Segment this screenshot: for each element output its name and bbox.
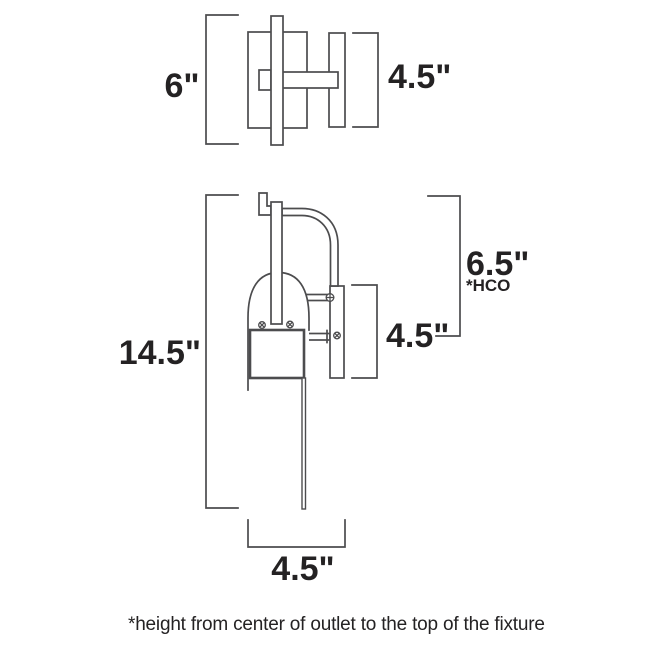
tail-rod [301, 377, 307, 510]
base-width-label: 4.5" [271, 550, 334, 588]
top-view-width-label: 6" [164, 67, 199, 105]
top-view-width-bracket [205, 14, 239, 145]
top-view-mount-tab [258, 69, 272, 91]
dome-screw-right-cross [286, 321, 294, 328]
glass-window [248, 328, 306, 380]
top-view-crossbar [270, 15, 284, 146]
top-view-depth-bracket [352, 32, 379, 128]
side-view-backplate-bracket [351, 284, 378, 379]
top-hook [258, 192, 272, 216]
plate-screw-cross [333, 332, 341, 339]
side-view-base-bracket [247, 519, 346, 548]
side-view-hco-bracket [427, 195, 461, 337]
side-view-height-bracket [205, 194, 239, 509]
footnote-text: *height from center of outlet to the top… [128, 614, 545, 635]
dome-screw-left-cross [258, 321, 266, 329]
connector-screw-cross [325, 293, 335, 302]
curved-arm [281, 207, 339, 287]
screws [258, 293, 341, 340]
top-view [205, 14, 379, 146]
side-view [205, 192, 461, 548]
linework-group [205, 14, 461, 548]
labels-group: 6" 4.5" 14.5" 6.5" *HCO 4.5" 4.5" *heigh… [119, 58, 545, 635]
overall-height-label: 14.5" [119, 334, 201, 372]
hco-note-label: *HCO [466, 276, 510, 295]
hco-height-label: 6.5" [466, 245, 529, 283]
vertical-stem [270, 201, 283, 325]
top-view-depth-label: 4.5" [388, 58, 451, 96]
backplate-height-label: 4.5" [386, 317, 449, 355]
